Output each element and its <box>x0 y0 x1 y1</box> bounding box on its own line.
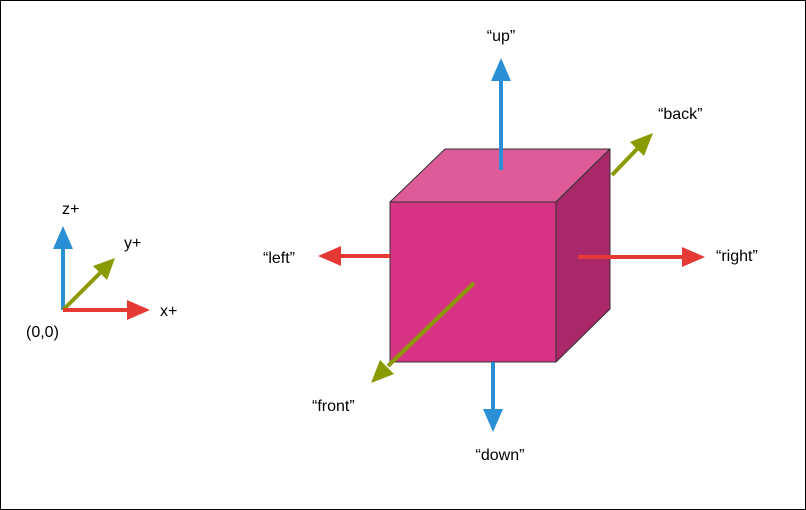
z-axis-label: z+ <box>62 201 79 218</box>
down-label: “down” <box>476 447 525 464</box>
origin-label: (0,0) <box>26 324 59 341</box>
back-arrow-shaft <box>610 147 639 177</box>
x-axis-label: x+ <box>160 303 177 320</box>
y-axis-arrow-head <box>93 258 115 280</box>
back-arrow-head <box>630 133 653 156</box>
y-axis-label: y+ <box>124 235 141 252</box>
z-axis-arrow-head <box>53 226 73 249</box>
up-label: “up” <box>487 28 515 45</box>
back-arrow <box>610 133 653 177</box>
left-label: “left” <box>263 250 295 267</box>
x-axis-arrow-head <box>127 300 150 320</box>
front-label: “front” <box>312 398 355 415</box>
left-arrow-head <box>318 246 341 266</box>
right-label: “right” <box>716 248 758 265</box>
front-arrow-head <box>371 360 394 383</box>
front-arrow-shaft <box>386 281 476 368</box>
axis-legend: z+ y+ x+ (0,0) <box>26 201 177 341</box>
down-arrow <box>483 362 503 432</box>
back-label: “back” <box>658 106 702 123</box>
right-arrow <box>578 247 705 267</box>
left-arrow <box>318 246 390 266</box>
y-axis-arrow-shaft <box>61 271 102 312</box>
up-arrow <box>491 58 511 170</box>
down-arrow-head <box>483 409 503 432</box>
up-arrow-head <box>491 58 511 81</box>
right-arrow-head <box>682 247 705 267</box>
front-arrow <box>371 281 476 383</box>
